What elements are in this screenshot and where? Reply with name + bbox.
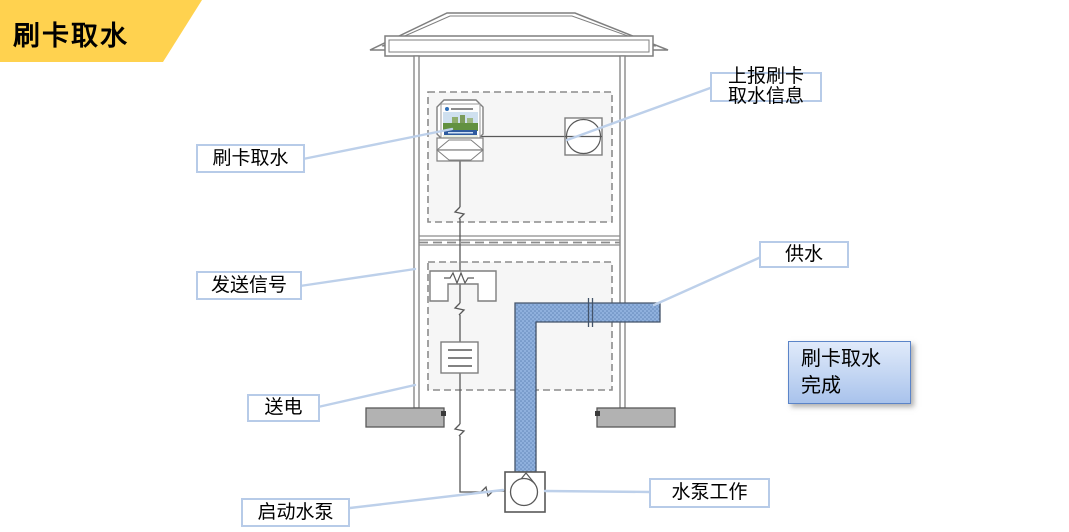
title-banner [0, 0, 202, 62]
leader-start-pump [348, 488, 505, 510]
screen-grass [443, 123, 478, 131]
signal-wire [453, 135, 565, 498]
screen-logo [445, 107, 449, 111]
floor-divider [419, 235, 620, 246]
leader-swipe-card [301, 127, 454, 161]
footing-left [365, 407, 446, 428]
relay-icon [429, 270, 497, 302]
callout-report-info: 上报刷卡 取水信息 [710, 67, 822, 107]
pump-icon [504, 471, 546, 513]
leader-report-info [565, 85, 715, 142]
result-box-complete: 刷卡取水 完成 [788, 341, 911, 404]
leader-power-on [316, 383, 417, 409]
page-title: 刷卡取水 [13, 21, 129, 51]
callout-start-pump: 启动水泵 [241, 498, 350, 527]
terminal-block-icon [440, 341, 479, 374]
leader-pump-working [543, 489, 652, 494]
pipe-flange [587, 298, 594, 327]
callout-swipe-card: 刷卡取水 [196, 144, 305, 173]
callout-pump-working: 水泵工作 [649, 478, 770, 508]
kiosk-roof [369, 12, 669, 57]
callout-water-supply: 供水 [759, 241, 849, 268]
transmitter-icon [564, 117, 603, 156]
leader-send-signal [298, 267, 417, 288]
kiosk-wall-left [413, 55, 420, 409]
footing-right [595, 407, 676, 428]
kiosk-wall-right [619, 55, 626, 409]
leader-water-supply [652, 255, 763, 307]
leader-lines [298, 85, 763, 510]
callout-power-on: 送电 [247, 394, 320, 422]
callout-send-signal: 发送信号 [196, 271, 302, 300]
